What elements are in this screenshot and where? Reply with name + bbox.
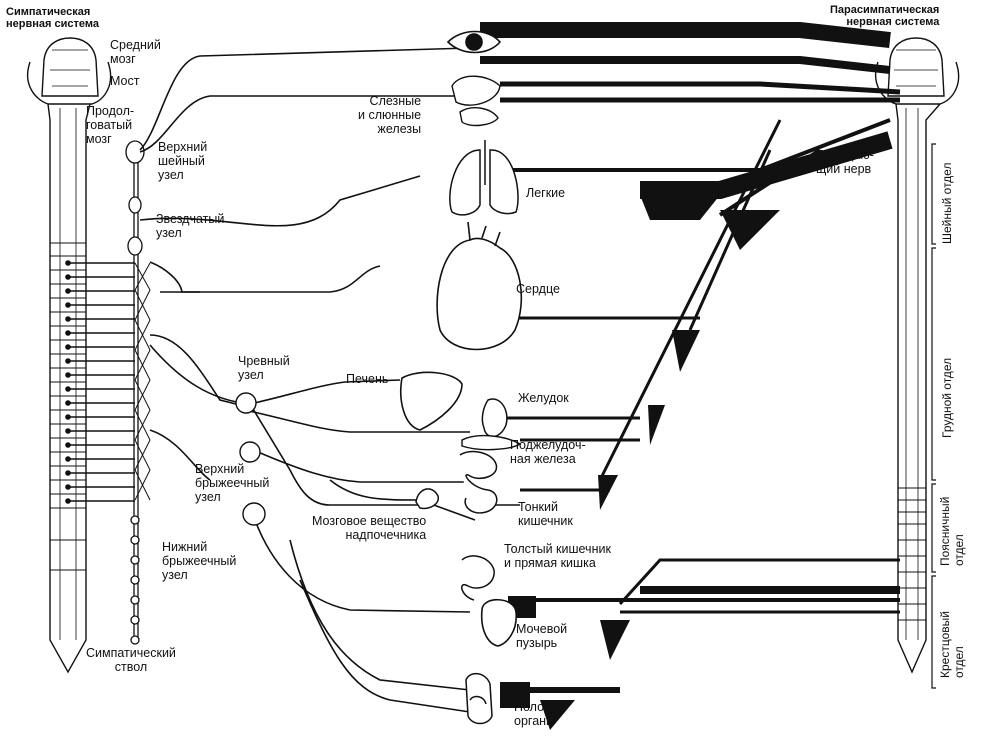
pons-label: Мост bbox=[110, 74, 140, 88]
liver-label: Печень bbox=[346, 372, 389, 386]
superior-cervical-ganglion-label: Верхний шейный узел bbox=[158, 140, 208, 182]
prevertebral-ganglia bbox=[235, 392, 266, 526]
adrenal-icon bbox=[415, 488, 439, 510]
pancreas-label: Поджелудоч- ная железа bbox=[510, 438, 586, 466]
lungs-label: Легкие bbox=[526, 186, 566, 200]
genitals-label: Половые органы bbox=[514, 700, 567, 728]
parasympathetic-header: Парасимпатическая нервная система bbox=[830, 4, 940, 28]
lungs-icon bbox=[449, 140, 519, 216]
vagus-nerve-label: Блуждаю- щий нерв bbox=[816, 148, 874, 176]
large-intestine-label: Толстый кишечник и прямая кишка bbox=[504, 542, 611, 570]
sympathetic-header: Симпатическая нервная система bbox=[6, 6, 99, 30]
parasympathetic-ganglia bbox=[500, 195, 780, 730]
intestine-icon bbox=[459, 450, 498, 601]
genitals-icon bbox=[465, 672, 493, 725]
thoracic-section-label: Грудной отдел bbox=[940, 357, 954, 438]
medulla-label: Продол- говатый мозг bbox=[86, 104, 135, 146]
pancreas-icon bbox=[461, 434, 522, 451]
left-brain bbox=[27, 37, 112, 105]
midbrain-label: Средний мозг bbox=[110, 38, 161, 66]
spine-section-brackets bbox=[931, 143, 936, 689]
superior-mesenteric-ganglion-label: Верхний брыжеечный узел bbox=[195, 462, 270, 504]
right-brain bbox=[875, 37, 960, 105]
sympathetic-trunk-label: Симпатический ствол bbox=[86, 646, 176, 674]
glands-icon bbox=[451, 75, 501, 127]
adrenal-medulla-label: Мозговое вещество надпочечника bbox=[312, 514, 427, 542]
inferior-mesenteric-ganglion-label: Нижний брыжеечный узел bbox=[162, 540, 237, 582]
liver-icon bbox=[400, 371, 463, 431]
stomach-icon bbox=[481, 398, 508, 438]
eye-icon bbox=[446, 30, 502, 54]
celiac-ganglion-label: Чревный узел bbox=[238, 354, 290, 382]
lumbar-section-label: Поясничный отдел bbox=[938, 496, 966, 566]
sympathetic-trunk bbox=[125, 140, 145, 645]
stomach-label: Желудок bbox=[518, 391, 569, 405]
parasympathetic-fibres bbox=[480, 22, 901, 693]
heart-label: Сердце bbox=[516, 282, 560, 296]
rami bbox=[65, 260, 151, 504]
small-intestine-label: Тонкий кишечник bbox=[518, 500, 573, 528]
left-spinal-cord bbox=[47, 103, 91, 674]
glands-label: Слезные и слюнные железы bbox=[358, 94, 422, 136]
heart-icon bbox=[436, 221, 523, 351]
bladder-icon bbox=[480, 598, 517, 647]
stellate-ganglion-label: Звездчатый узел bbox=[156, 212, 225, 240]
cervical-section-label: Шейный отдел bbox=[940, 162, 954, 244]
sacral-section-label: Крестцовый отдел bbox=[938, 611, 966, 678]
right-spinal-cord bbox=[895, 103, 941, 674]
bladder-label: Мочевой пузырь bbox=[516, 622, 568, 650]
